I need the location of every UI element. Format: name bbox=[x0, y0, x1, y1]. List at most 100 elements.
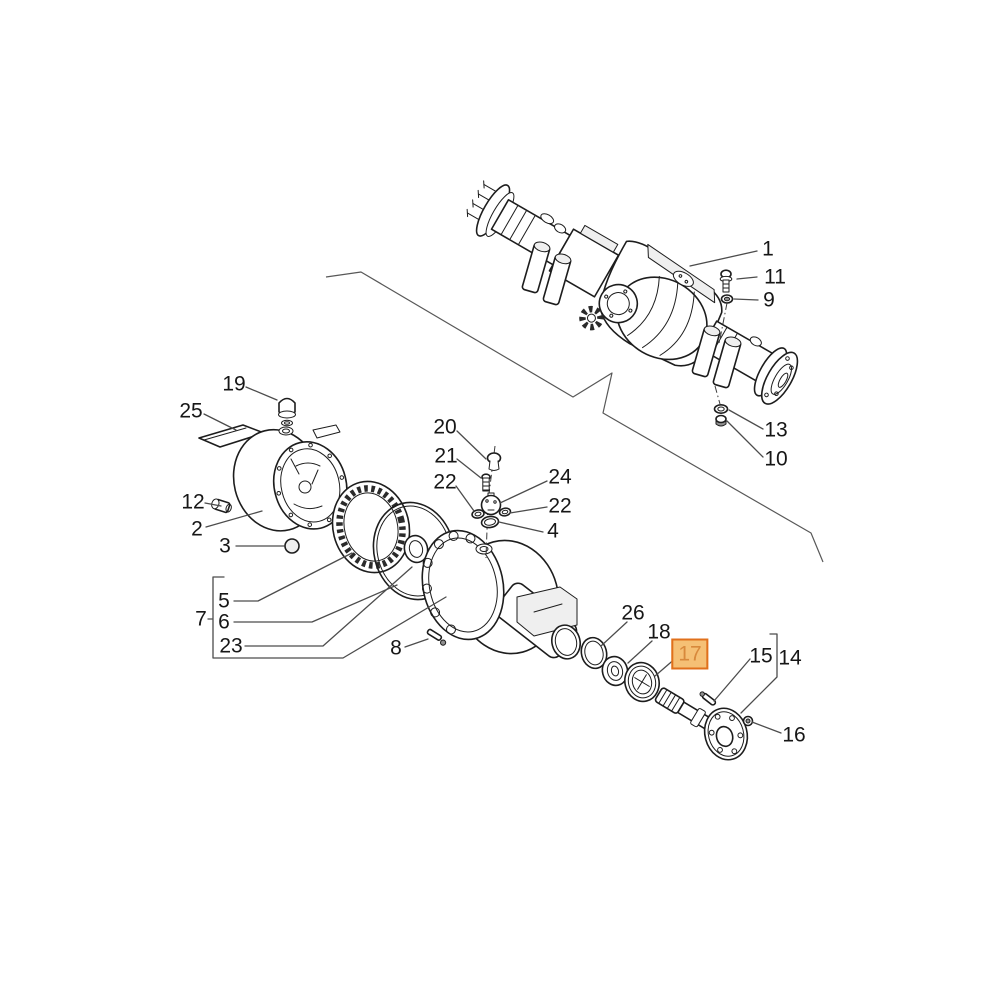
shaft-collar bbox=[690, 708, 706, 728]
bushing-23 bbox=[403, 534, 429, 564]
bracket-step-line bbox=[533, 603, 563, 613]
callout-15: 15 bbox=[749, 644, 773, 668]
axle-end-housing bbox=[421, 529, 581, 660]
drum-tab bbox=[312, 424, 341, 439]
diff-cap-dot bbox=[684, 279, 689, 284]
drum-interior-detail bbox=[290, 458, 323, 510]
leader-20 bbox=[456, 430, 487, 460]
trunnion-mounts bbox=[521, 241, 742, 389]
right-flange-hub bbox=[777, 372, 789, 388]
drum-top-hole bbox=[282, 428, 290, 434]
callout-3: 3 bbox=[219, 534, 231, 558]
view-divider-line bbox=[325, 271, 824, 563]
callout-12: 12 bbox=[181, 490, 205, 514]
callout-2: 2 bbox=[191, 517, 203, 541]
washer-22-left bbox=[471, 509, 485, 519]
roll-pin-8 bbox=[426, 628, 447, 646]
mid-top-plate bbox=[579, 224, 619, 253]
leader-16 bbox=[751, 721, 782, 734]
leader-12 bbox=[204, 502, 222, 507]
callout-6: 6 bbox=[218, 610, 230, 634]
leader-5 bbox=[233, 552, 353, 602]
diff-cap-dot bbox=[678, 274, 683, 278]
drum-top-boss bbox=[278, 426, 294, 436]
callout-19: 19 bbox=[222, 372, 246, 396]
leader-26 bbox=[600, 621, 628, 647]
callout-22: 22 bbox=[433, 470, 457, 494]
input-pinion bbox=[579, 305, 604, 331]
callout-9: 9 bbox=[763, 288, 775, 312]
bolt-11 bbox=[719, 269, 733, 293]
axle-shaft-14 bbox=[654, 687, 749, 761]
washer-22-right bbox=[498, 507, 512, 517]
spline-teeth bbox=[658, 689, 681, 712]
leader-2 bbox=[205, 510, 263, 528]
callout-24: 24 bbox=[548, 465, 572, 489]
breather-20 bbox=[486, 452, 502, 471]
leader-23 bbox=[244, 566, 413, 647]
leader-19 bbox=[245, 386, 278, 401]
right-flange-inner bbox=[770, 363, 793, 395]
axis-dash-washer13 bbox=[714, 385, 721, 405]
o-ring-4 bbox=[480, 515, 500, 529]
pin-15 bbox=[699, 691, 717, 706]
axis-dash-bolt11 bbox=[718, 302, 728, 345]
plug-12 bbox=[211, 498, 232, 514]
plug-19 bbox=[278, 397, 296, 427]
leader-11 bbox=[736, 276, 758, 280]
callout-5: 5 bbox=[218, 589, 230, 613]
leader-13 bbox=[728, 409, 764, 430]
callout-1: 1 bbox=[762, 237, 774, 261]
leader-21 bbox=[456, 458, 482, 479]
callout-18: 18 bbox=[647, 620, 671, 644]
flange-bolt-holes bbox=[708, 713, 744, 755]
breather-boss bbox=[475, 543, 493, 555]
housing-tube-opening bbox=[551, 624, 581, 660]
callout-13: 13 bbox=[764, 418, 788, 442]
callout-22: 22 bbox=[548, 494, 572, 518]
leader-8 bbox=[404, 638, 429, 648]
leader-22-left bbox=[455, 485, 475, 512]
callout-20: 20 bbox=[433, 415, 457, 439]
bracket-7 bbox=[207, 576, 447, 659]
axle-assembly-overview bbox=[466, 180, 799, 427]
brake-housing-2 bbox=[232, 424, 348, 532]
leader-4 bbox=[498, 521, 544, 533]
housing-scallop-holes bbox=[421, 530, 476, 635]
bracket-14 bbox=[740, 633, 778, 714]
leader-15 bbox=[713, 658, 751, 702]
leader-24 bbox=[499, 480, 548, 504]
leader-18 bbox=[627, 640, 653, 664]
leader-9 bbox=[733, 298, 759, 301]
valve-24 bbox=[480, 492, 502, 516]
front-cover-bolts bbox=[604, 289, 633, 318]
leader-1 bbox=[689, 250, 758, 267]
callout-16: 16 bbox=[782, 723, 806, 747]
callout-23: 23 bbox=[219, 634, 243, 658]
callout-26: 26 bbox=[621, 601, 645, 625]
callout-8: 8 bbox=[390, 636, 402, 660]
housing-bracket-plate bbox=[516, 586, 578, 637]
housing-face bbox=[421, 529, 505, 641]
leader-25 bbox=[203, 413, 237, 431]
callout-7: 7 bbox=[195, 607, 207, 631]
callout-21: 21 bbox=[434, 444, 458, 468]
shim-25-edge bbox=[203, 427, 247, 441]
callout-4: 4 bbox=[547, 519, 559, 543]
callout-10: 10 bbox=[764, 447, 788, 471]
leader-10 bbox=[726, 420, 764, 458]
diff-front-cover-inner bbox=[606, 292, 630, 316]
seal-26 bbox=[580, 636, 608, 670]
nut-16 bbox=[742, 715, 754, 727]
ring-gear-5 bbox=[331, 480, 411, 574]
callout-14: 14 bbox=[778, 646, 802, 670]
diff-bowl-ribs bbox=[627, 275, 695, 356]
leader-22-right bbox=[509, 506, 548, 514]
leader-lines bbox=[203, 250, 782, 734]
ball-plug-3 bbox=[284, 538, 300, 554]
shaft-flange bbox=[703, 707, 749, 761]
washer-13 bbox=[713, 403, 729, 414]
right-flange bbox=[760, 351, 799, 405]
right-flange-bolts bbox=[764, 356, 794, 398]
